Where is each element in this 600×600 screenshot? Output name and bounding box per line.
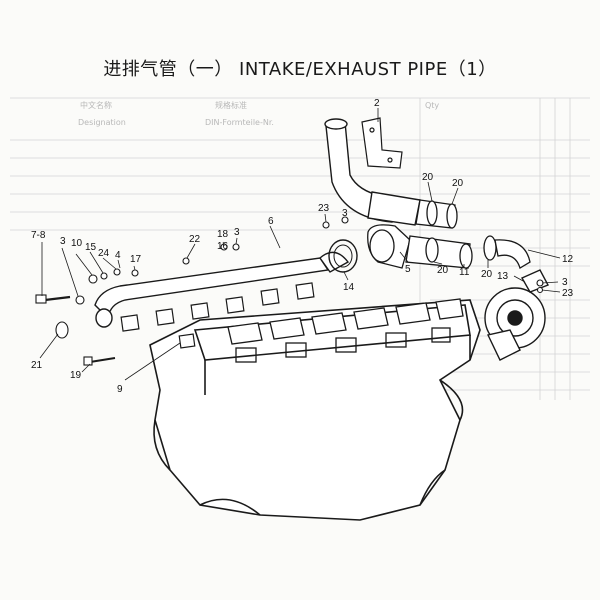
callout-20-d: 20 — [481, 269, 493, 280]
callout-20-b: 20 — [452, 178, 464, 189]
callout-16: 16 — [217, 241, 229, 252]
bracket — [361, 117, 403, 169]
engine-block — [149, 299, 481, 521]
hoses-and-clamps — [367, 199, 531, 269]
callout-11: 11 — [459, 267, 470, 278]
callout-9: 9 — [117, 384, 123, 395]
callout-5: 5 — [405, 264, 411, 275]
callout-23: 23 — [318, 203, 330, 214]
gasket-ring-inner — [333, 244, 353, 268]
callout-20-c: 20 — [437, 265, 449, 276]
callout-12: 12 — [562, 254, 574, 265]
turbocharger — [484, 269, 549, 361]
callout-21: 21 — [31, 360, 43, 371]
callout-20-a: 20 — [422, 172, 434, 183]
ghost-col-standard: 规格标准 — [215, 100, 247, 110]
callout-labels: 7-8 3 10 15 24 4 17 22 18 16 3 6 23 3 2 … — [31, 98, 574, 395]
callout-4: 4 — [115, 250, 121, 261]
intake-elbow-pipe — [324, 118, 421, 226]
page-title: 进排气管（一） INTAKE/EXHAUST PIPE（1） — [103, 59, 497, 80]
callout-10: 10 — [71, 238, 83, 249]
callout-19: 19 — [70, 370, 82, 381]
callout-6: 6 — [268, 216, 274, 227]
callout-3-c: 3 — [342, 208, 348, 219]
ghost-col-chinese: 中文名称 — [80, 100, 112, 110]
ghost-col-din: DIN-Formteile-Nr. — [205, 118, 274, 127]
callout-3-b: 3 — [234, 227, 240, 238]
ghost-col-designation: Designation — [78, 118, 126, 127]
rocker-covers — [227, 298, 464, 363]
callout-15: 15 — [85, 242, 97, 253]
callout-17: 17 — [130, 254, 142, 265]
callout-3-d: 3 — [562, 277, 568, 288]
callout-23-b: 23 — [562, 288, 574, 299]
callout-13: 13 — [497, 271, 509, 282]
manifold-flanges — [120, 282, 315, 349]
callout-18: 18 — [217, 229, 229, 240]
ghost-col-qty: Qty — [425, 101, 439, 110]
callout-3: 3 — [60, 236, 66, 247]
leader-lines — [39, 108, 561, 381]
callout-2: 2 — [374, 98, 380, 109]
callout-14: 14 — [343, 282, 355, 293]
gasket-ring — [328, 239, 358, 273]
callout-24: 24 — [98, 248, 110, 259]
callout-7-8: 7-8 — [31, 230, 46, 241]
callout-22: 22 — [189, 234, 201, 245]
exhaust-manifold — [94, 251, 350, 328]
